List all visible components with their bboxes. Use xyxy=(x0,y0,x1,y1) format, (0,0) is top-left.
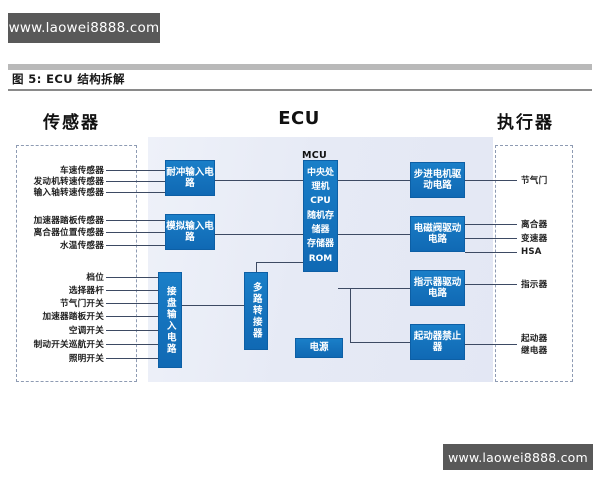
actuator-label: 节气门 xyxy=(521,176,548,186)
sensor-group-box xyxy=(16,145,137,382)
sensor-label: 离合器位置传感器 xyxy=(33,228,104,238)
block-analog-input-circuit[interactable]: 模拟输入电路 xyxy=(165,214,215,250)
sensor-label: 制动开关巡航开关 xyxy=(33,340,104,350)
connector-line xyxy=(215,180,303,181)
mcu-rom-line1: 存储器 xyxy=(306,239,334,250)
connector-line xyxy=(106,330,158,331)
connector-line xyxy=(106,170,165,171)
actuator-section-heading: 执行器 xyxy=(497,113,554,133)
sensor-label: 输入轴转速传感器 xyxy=(33,188,104,198)
block-buffer-input-circuit[interactable]: 耐冲输入电路 xyxy=(165,160,215,196)
mcu-label: MCU xyxy=(302,150,328,161)
actuator-label: HSA xyxy=(521,247,542,257)
actuator-label: 变速器 xyxy=(521,234,548,244)
connector-line xyxy=(106,220,165,221)
connector-line xyxy=(106,181,165,182)
sensor-label: 空调开关 xyxy=(68,326,104,336)
connector-line xyxy=(338,234,410,235)
actuator-label: 指示器 xyxy=(521,280,548,290)
sensor-label: 水温传感器 xyxy=(60,241,104,251)
mcu-cpu-line3: CPU xyxy=(310,196,331,207)
sensor-label: 选择器杆 xyxy=(68,286,104,296)
connector-line xyxy=(350,342,410,343)
connector-line xyxy=(106,316,158,317)
connector-line xyxy=(465,224,517,225)
connector-line xyxy=(465,180,517,181)
actuator-group-box xyxy=(495,145,573,382)
watermark-top: www.laowei8888.com xyxy=(8,13,160,43)
watermark-bottom: www.laowei8888.com xyxy=(443,444,593,470)
connector-line xyxy=(215,234,303,235)
sensor-label: 加速器踏板传感器 xyxy=(33,216,104,226)
connector-line xyxy=(182,305,244,306)
connector-line xyxy=(465,284,517,285)
block-disc-input-circuit[interactable]: 接盘输入电路 xyxy=(158,272,182,368)
connector-line xyxy=(106,232,165,233)
sensor-label: 车速传感器 xyxy=(60,166,104,176)
block-indicator-driver[interactable]: 指示器驱动电路 xyxy=(410,270,465,306)
ecu-section-heading: ECU xyxy=(278,108,320,129)
title-divider xyxy=(8,89,592,91)
connector-line xyxy=(465,252,517,253)
connector-line xyxy=(338,288,410,289)
connector-line xyxy=(338,180,410,181)
connector-line xyxy=(106,192,165,193)
connector-line xyxy=(106,358,158,359)
mcu-cpu-line1: 中央处 xyxy=(306,167,334,178)
connector-line xyxy=(465,344,517,345)
sensor-label: 档位 xyxy=(86,273,104,283)
block-mcu[interactable]: 中央处 理机 CPU 随机存 储器 存储器 ROM xyxy=(303,160,338,272)
sensor-label: 加速器踏板开关 xyxy=(42,312,104,322)
connector-line xyxy=(106,303,158,304)
figure-title: 图 5: ECU 结构拆解 xyxy=(12,72,125,86)
connector-line xyxy=(106,277,158,278)
actuator-label: 继电器 xyxy=(521,346,548,356)
connector-line xyxy=(256,262,257,276)
block-stepper-motor-driver[interactable]: 步进电机驱动电路 xyxy=(410,162,465,198)
title-top-bar xyxy=(8,64,592,70)
connector-line xyxy=(106,290,158,291)
actuator-label: 离合器 xyxy=(521,220,548,230)
block-solenoid-valve-driver[interactable]: 电磁阀驱动电路 xyxy=(410,216,465,252)
connector-line xyxy=(350,288,351,342)
mcu-cpu-line2: 理机 xyxy=(311,182,330,193)
block-power-supply[interactable]: 电源 xyxy=(295,338,343,358)
connector-line xyxy=(465,238,517,239)
connector-line xyxy=(106,344,158,345)
sensor-label: 发动机转速传感器 xyxy=(33,177,104,187)
sensor-label: 照明开关 xyxy=(68,354,104,364)
connector-line xyxy=(106,245,165,246)
mcu-ram-line1: 随机存 xyxy=(306,210,334,221)
mcu-rom-line2: ROM xyxy=(308,253,333,264)
mcu-ram-line2: 储器 xyxy=(311,224,330,235)
block-multiplexer[interactable]: 多路转接器 xyxy=(244,272,268,350)
connector-line xyxy=(256,262,303,263)
actuator-label: 起动器 xyxy=(521,334,548,344)
sensor-section-heading: 传感器 xyxy=(43,113,100,133)
sensor-label: 节气门开关 xyxy=(60,299,104,309)
block-starter-inhibitor[interactable]: 起动器禁止器 xyxy=(410,324,465,360)
